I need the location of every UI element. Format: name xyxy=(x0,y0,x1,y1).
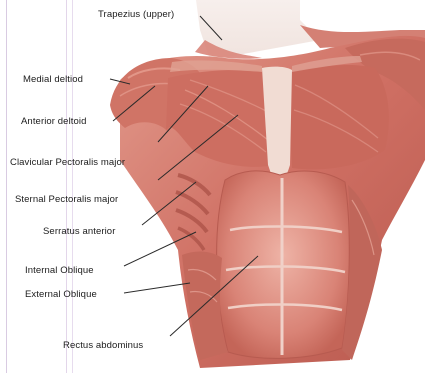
label-internal-oblique: Internal Oblique xyxy=(25,265,94,276)
label-medial-deltoid: Medial deltiod xyxy=(23,74,83,85)
right-pectoralis xyxy=(290,65,389,169)
label-clavicular-pectoralis-major: Clavicular Pectoralis major xyxy=(10,157,125,168)
leader-external-oblique xyxy=(124,283,190,293)
label-sternal-pectoralis-major: Sternal Pectoralis major xyxy=(15,194,118,205)
label-anterior-deltoid: Anterior deltoid xyxy=(21,116,87,127)
label-serratus-anterior: Serratus anterior xyxy=(43,226,115,237)
label-rectus-abdominus: Rectus abdominus xyxy=(63,340,143,351)
label-external-oblique: External Oblique xyxy=(25,289,97,300)
label-trapezius-upper: Trapezius (upper) xyxy=(98,9,174,20)
